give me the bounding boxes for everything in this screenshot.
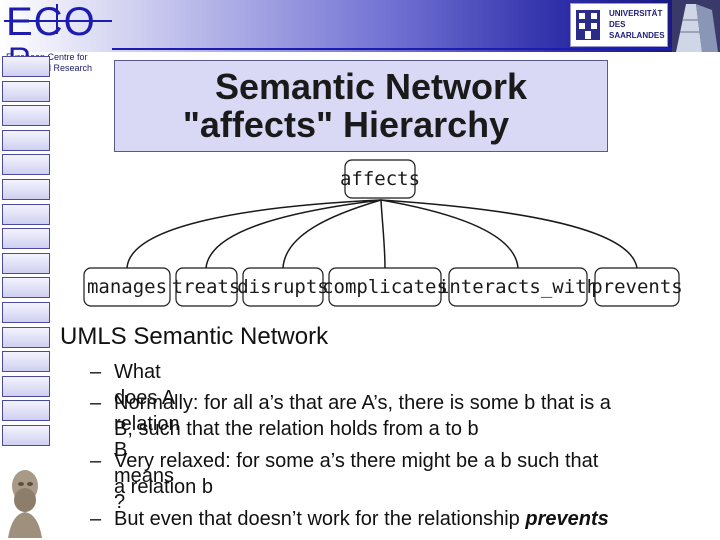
side-decoration (2, 56, 52, 450)
child-node-box (242, 267, 324, 307)
child-node-disrupts: disrupts (237, 267, 329, 307)
university-crest-icon (576, 10, 600, 40)
child-node-box (448, 267, 588, 307)
child-node-interacts-with: interacts_with (438, 267, 598, 307)
child-node-box (594, 267, 680, 307)
side-box (2, 301, 50, 323)
sub-bullet-3-continuation: a relation b (114, 476, 213, 498)
sub-bullet-2-continuation: B, such that the relation holds from a t… (114, 418, 479, 440)
slide-title-line-1: Semantic Network (214, 66, 528, 107)
edge-interacts-with (380, 199, 519, 269)
child-node-label: disrupts (237, 276, 329, 298)
child-node-box (83, 267, 171, 307)
side-box (2, 154, 50, 176)
university-line-2: DES (609, 20, 626, 29)
child-node-treats: treats (172, 267, 241, 307)
side-box (2, 277, 50, 299)
child-node-prevents: prevents (591, 267, 683, 307)
side-box (2, 178, 50, 200)
slide-title-box: Semantic Network "affects" Hierarchy (114, 60, 608, 152)
side-box (2, 400, 50, 422)
ecor-logo: ECO (6, 0, 96, 44)
child-node-label: interacts_with (438, 276, 598, 298)
side-box (2, 203, 50, 225)
side-box (2, 375, 50, 397)
sub-bullet-text: What does A relation B means ? (114, 361, 180, 513)
side-box (2, 351, 50, 373)
side-box (2, 105, 50, 127)
child-node-label: complicates (322, 276, 448, 298)
child-node-box (328, 267, 442, 307)
root-node-label: affects (340, 168, 420, 190)
bullet-dash: – (90, 508, 102, 530)
slide-title-line-2: "affects" Hierarchy (182, 104, 510, 145)
logo-bar (56, 4, 58, 34)
child-node-box (175, 267, 238, 307)
side-box (2, 252, 50, 274)
main-bullet: UMLS Semantic Network (60, 323, 329, 350)
child-node-complicates: complicates (322, 267, 448, 307)
edge-prevents (380, 199, 638, 269)
child-node-manages: manages (83, 267, 171, 307)
logo-underline (4, 20, 112, 22)
edge-treats (205, 199, 382, 269)
sub-bullet-text: Normally: for all a’s that are A’s, ther… (114, 392, 611, 414)
header-rule (112, 48, 720, 50)
side-box (2, 80, 50, 102)
building-image (672, 0, 720, 52)
side-box (2, 326, 50, 348)
side-box (2, 228, 50, 250)
bullet-dash: – (90, 450, 102, 472)
bullet-dash: – (90, 361, 102, 383)
sub-bullet-text: Very relaxed: for some a’s there might b… (114, 450, 599, 472)
edge-disrupts (282, 199, 382, 269)
side-box (2, 56, 50, 77)
root-node: affects (340, 159, 420, 199)
aristotle-statue-image (2, 464, 48, 538)
hierarchy-edges (126, 199, 638, 269)
university-logo: UNIVERSITÄT DES SAARLANDES (570, 3, 668, 47)
sub-bullet-text: But even that doesn’t work for the relat… (114, 506, 609, 532)
sub-bullet-text-prefix: But even that doesn’t work for the relat… (114, 508, 526, 530)
edge-manages (126, 199, 382, 269)
child-node-label: prevents (591, 276, 683, 298)
side-box (2, 424, 50, 446)
root-node-box (344, 159, 416, 199)
emphasized-relation: prevents (525, 508, 609, 530)
bullet-dash: – (90, 392, 102, 414)
university-line-3: SAARLANDES (609, 31, 665, 40)
edge-complicates (380, 199, 386, 269)
university-line-1: UNIVERSITÄT (609, 9, 663, 18)
university-name: UNIVERSITÄT DES SAARLANDES (609, 8, 665, 41)
child-node-label: manages (87, 276, 167, 298)
side-box (2, 129, 50, 151)
child-node-label: treats (172, 276, 241, 298)
